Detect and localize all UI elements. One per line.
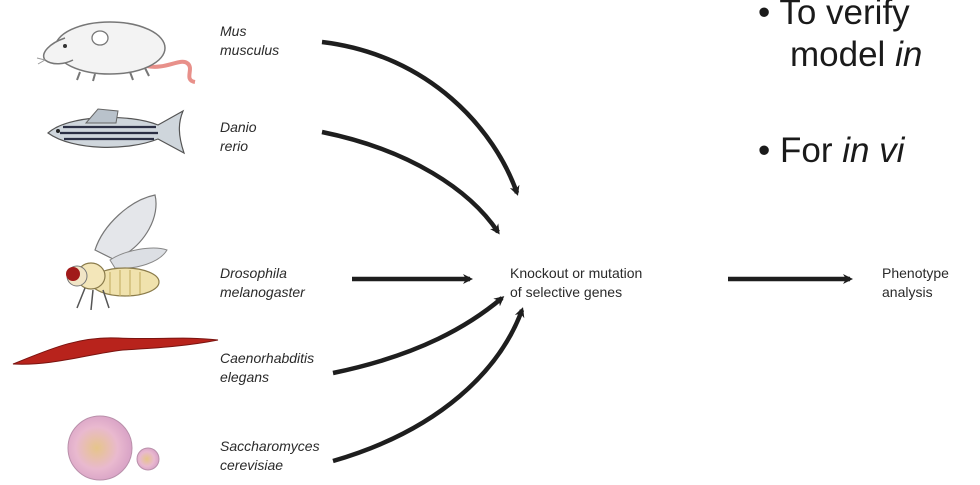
bullet-verify-text: To verify xyxy=(779,0,910,32)
phenotype-analysis-label: Phenotype analysis xyxy=(882,264,949,302)
bullet-verify-line2-italic: in xyxy=(895,35,923,74)
organism-label-line2: elegans xyxy=(220,369,270,385)
center-line1: Knockout or mutation xyxy=(510,265,643,281)
organism-label-line1: Danio xyxy=(220,119,257,135)
knockout-mutation-label: Knockout or mutation of selective genes xyxy=(510,264,642,302)
arrow-worm xyxy=(332,296,505,376)
bullet-dot: • xyxy=(758,131,780,170)
organism-label-line1: Caenorhabditis xyxy=(220,350,315,366)
bullet-verify-line2-text: model xyxy=(790,35,896,74)
organism-label-line1: Drosophila xyxy=(220,265,287,281)
worm-icon xyxy=(12,337,219,365)
outcome-line1: Phenotype xyxy=(882,265,949,281)
organism-label-yeast: Saccharomyces cerevisiae xyxy=(220,437,320,475)
bullet-dot: • xyxy=(758,0,780,32)
center-line2: of selective genes xyxy=(510,284,623,300)
organism-label-worm: Caenorhabditis elegans xyxy=(220,349,314,387)
bullet-verify: • To verify xyxy=(758,0,910,34)
bullet-for: • For in vi xyxy=(758,130,904,172)
organism-label-fly: Drosophila melanogaster xyxy=(220,264,305,302)
bullet-for-italic: in vi xyxy=(842,131,905,170)
bullet-for-text: For xyxy=(779,131,843,170)
arrow-yeast xyxy=(332,307,525,464)
organism-label-line2: rerio xyxy=(220,138,249,154)
organism-label-line2: musculus xyxy=(220,42,280,58)
bullet-verify-line2: model in xyxy=(790,34,922,76)
organism-label-mouse: Mus musculus xyxy=(220,22,279,60)
arrow-zebrafish xyxy=(321,129,500,235)
fruit-fly-icon xyxy=(66,194,168,310)
outcome-line2: analysis xyxy=(882,284,933,300)
zebrafish-icon xyxy=(47,108,186,155)
arrow-mouse xyxy=(321,39,520,196)
organism-label-line1: Saccharomyces xyxy=(220,438,320,454)
mouse-icon xyxy=(36,21,196,84)
yeast-icon xyxy=(67,415,160,481)
organism-label-line1: Mus xyxy=(220,23,247,39)
organism-label-line2: cerevisiae xyxy=(220,457,284,473)
organism-label-line2: melanogaster xyxy=(220,284,305,300)
organism-label-zebrafish: Danio rerio xyxy=(220,118,257,156)
